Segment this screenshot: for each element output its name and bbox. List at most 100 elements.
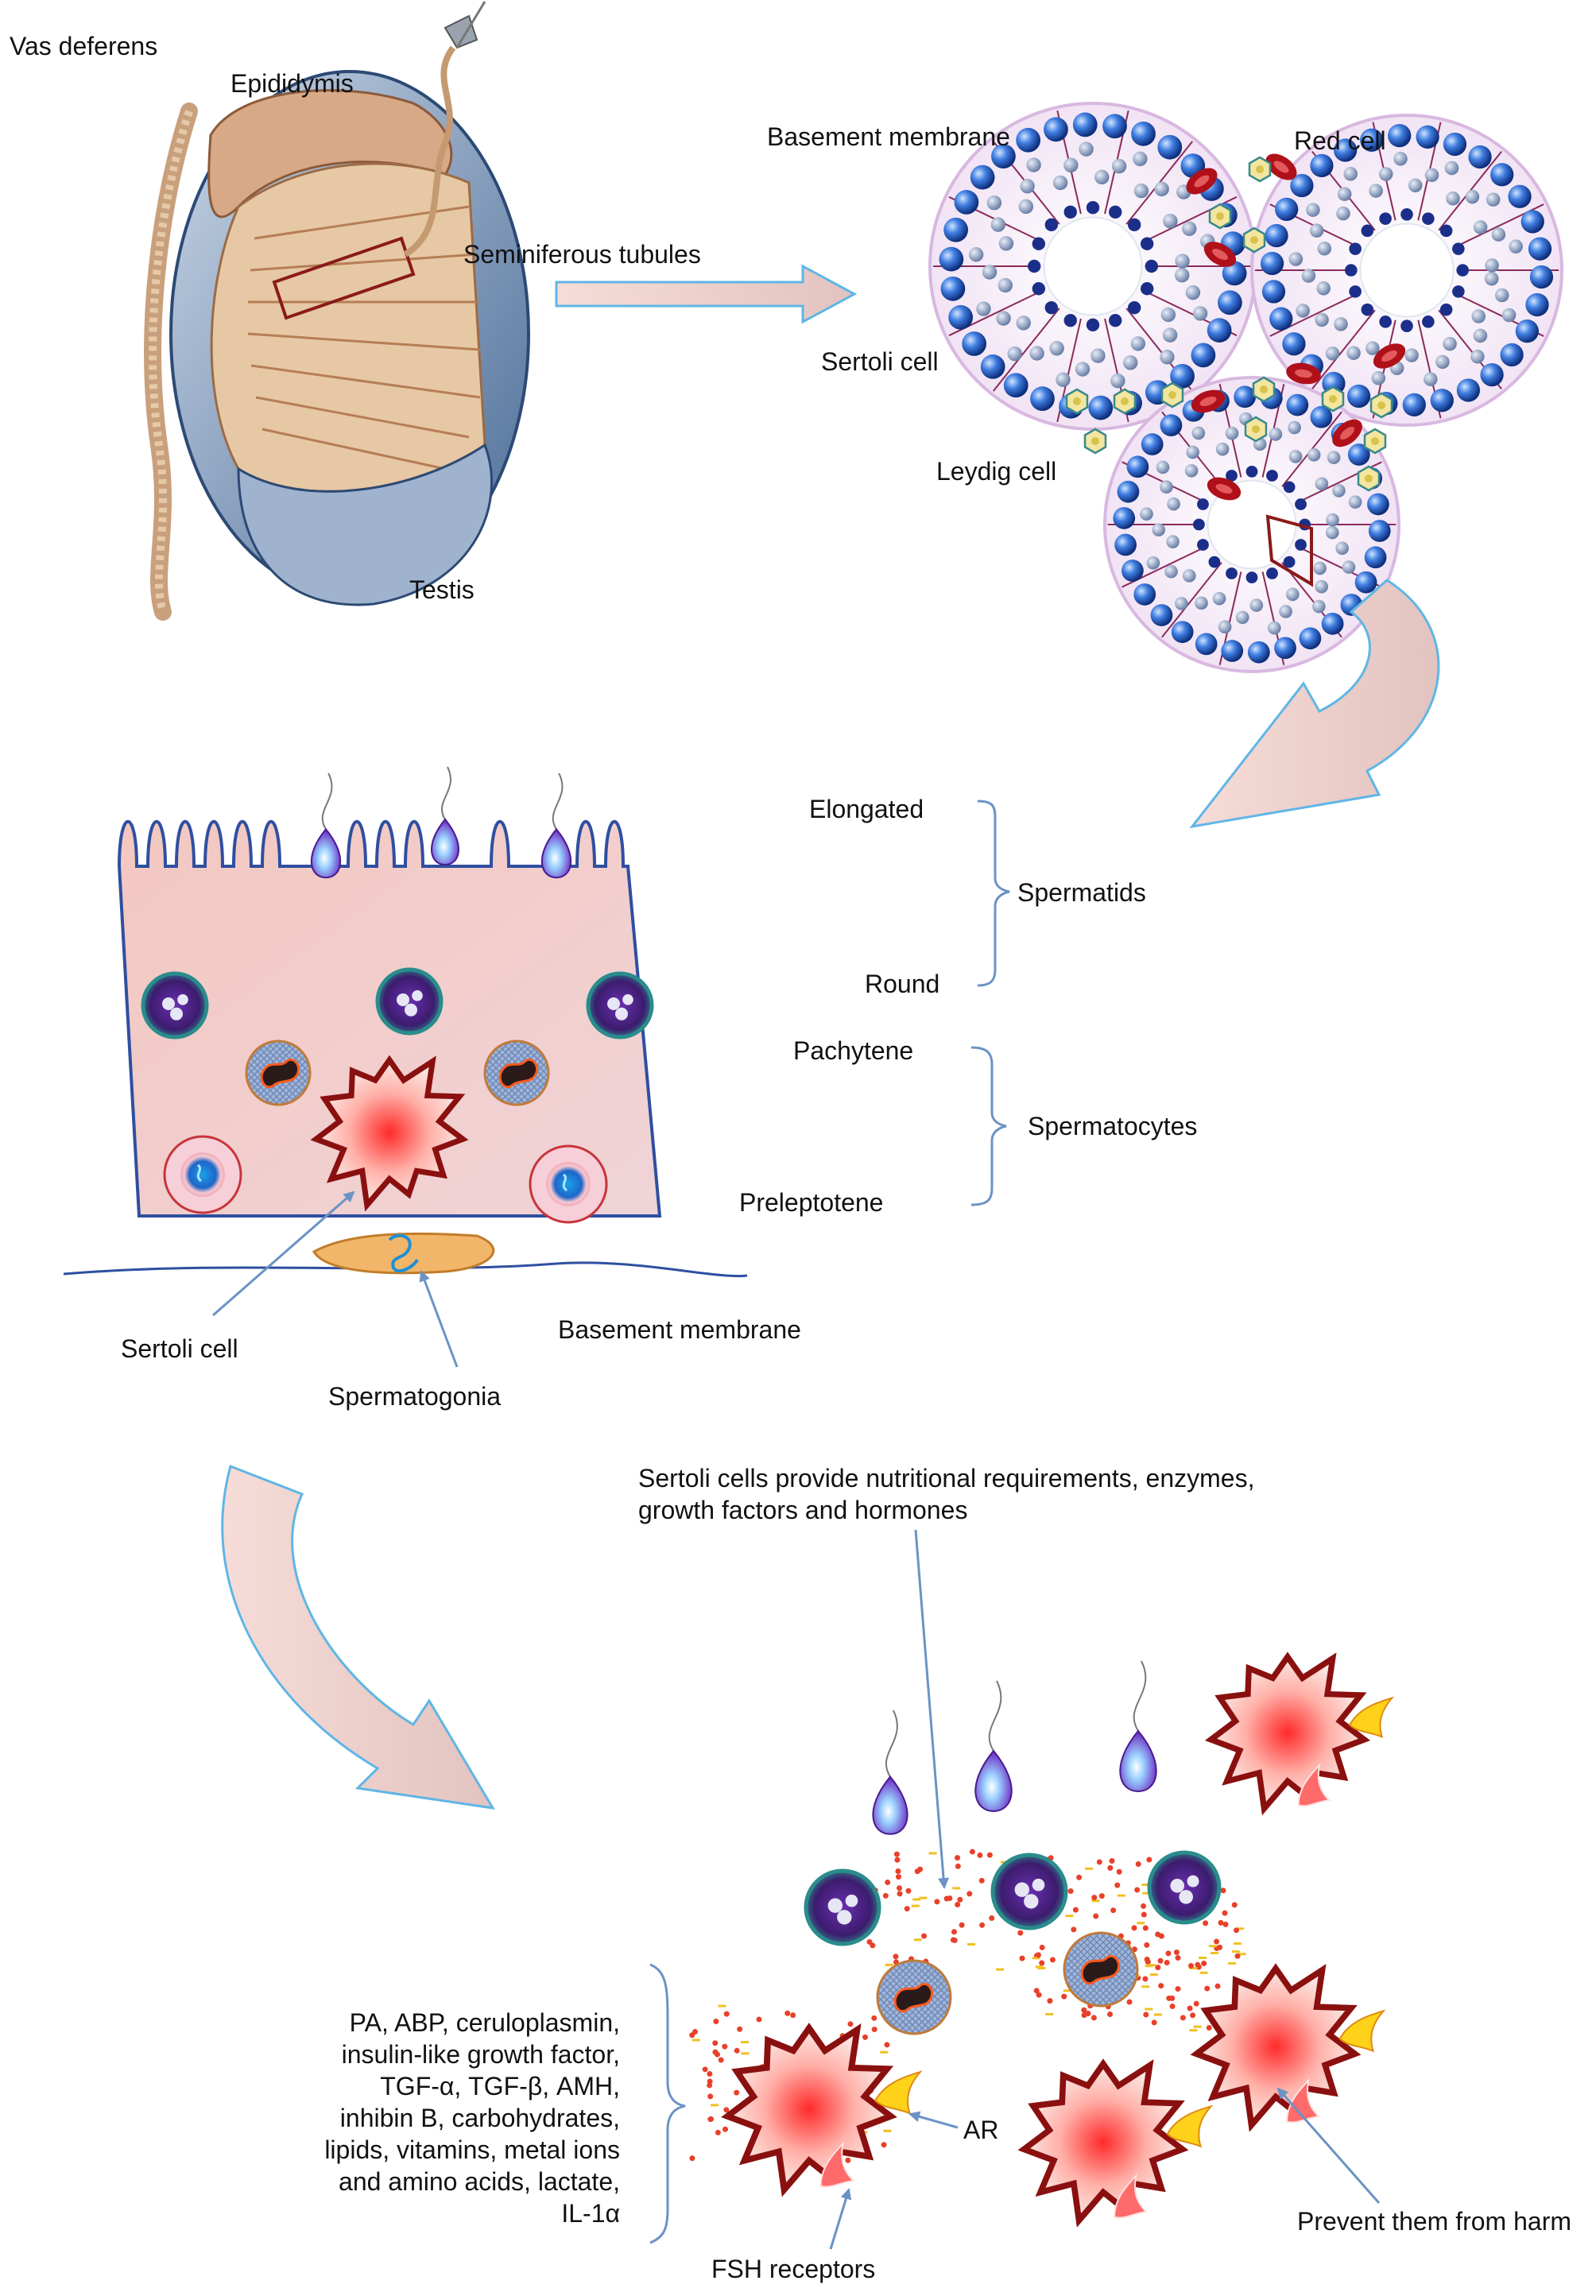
supported-spermatid-star <box>1017 2058 1189 2228</box>
tubule-3 <box>1103 376 1400 673</box>
germ-cell-dot <box>1371 371 1386 385</box>
leydig-nucleus <box>1121 397 1129 405</box>
leydig-nucleus <box>1250 236 1258 244</box>
spermatid-dot <box>1063 205 1077 219</box>
factor-dot <box>1204 1985 1211 1992</box>
red-cell-center <box>1194 175 1210 188</box>
spermatid-tail <box>988 1680 1002 1752</box>
leydig-cell <box>1208 203 1232 230</box>
spermatid-head <box>974 1749 1013 1813</box>
spermatid-dot <box>1140 237 1154 250</box>
spermatogonium-dot <box>1117 480 1140 503</box>
pointer-prevent-harm <box>1276 2087 1381 2204</box>
germ-cell-dot <box>1366 341 1380 355</box>
germ-cell-dot <box>976 301 991 316</box>
spermatid-dot <box>1245 571 1258 583</box>
germ-cell-dot <box>1215 442 1230 456</box>
leydig-nucleus <box>1377 401 1385 409</box>
fsh-receptor <box>1286 2077 1321 2124</box>
spermatid-tail <box>552 772 564 830</box>
spermatogonium-dot <box>1126 455 1149 478</box>
spermatogonium-dot <box>1529 265 1554 289</box>
factor-dash <box>1037 1967 1046 1970</box>
label-vas-deferens: Vas deferens <box>10 32 158 60</box>
factor-dot <box>904 1906 910 1912</box>
spermatid-tail <box>441 766 452 820</box>
leydig-cell <box>1160 381 1184 408</box>
leydig-cell <box>1252 376 1276 403</box>
factor-dot <box>871 2015 877 2021</box>
elongated-spermatid <box>974 1680 1013 1813</box>
spermatogonium-dot <box>1402 393 1426 417</box>
spermatogonium-dot <box>1207 318 1232 343</box>
germ-cell-dot <box>1471 309 1486 323</box>
factor-dot <box>1175 1955 1181 1961</box>
spermatogonium-dot <box>1354 571 1377 594</box>
elongated-spermatid <box>311 772 341 879</box>
label-spermatogonia: Spermatogonia <box>328 1382 502 1411</box>
spermatogonium-dot <box>1515 319 1539 343</box>
spermatogonium-dot <box>1480 362 1504 387</box>
germ-cell-dot <box>1509 239 1523 254</box>
androgen-receptor <box>1166 2104 1214 2148</box>
factor-dot <box>1214 1983 1221 1989</box>
germ-cell-dot <box>1167 497 1180 511</box>
factor-dash <box>952 1887 961 1890</box>
germ-cell-dot <box>1288 252 1304 266</box>
factor-dot <box>917 1866 924 1872</box>
leydig-nucleus <box>1260 385 1268 393</box>
germ-cell-dot <box>1501 308 1517 323</box>
factor-dash <box>880 2050 889 2054</box>
factor-dash <box>718 2004 726 2008</box>
factor-dot <box>921 1933 928 1939</box>
red-cell <box>1332 419 1362 447</box>
factor-dot <box>1096 1859 1102 1865</box>
supported-germ-cells <box>721 1651 1395 2228</box>
factor-dash <box>1145 1965 1153 1968</box>
spermatid-dot <box>1283 556 1296 568</box>
tubule-1 <box>928 102 1257 431</box>
spermatid-dot <box>1197 498 1209 510</box>
factor-dot <box>1201 1961 1207 1967</box>
germ-cell-dot <box>1470 349 1485 364</box>
leydig-cell <box>1242 227 1266 254</box>
leydig-cell <box>1113 388 1137 415</box>
spermatocyte-body <box>804 1868 881 1946</box>
spermatocyte <box>375 967 444 1036</box>
spermatid-dot <box>1063 313 1077 327</box>
pachytene-spermatocyte <box>1063 1931 1139 2008</box>
factor-dot <box>1165 1950 1172 1957</box>
sertoli-spoke <box>1311 309 1376 390</box>
spermatogonium-dot <box>1360 128 1384 152</box>
pointer-sertoli-provide <box>914 1529 950 1889</box>
factor-dot <box>1155 1931 1161 1938</box>
nucleolus <box>405 1003 417 1016</box>
factor-dot <box>1157 1957 1164 1964</box>
nucleolus <box>1014 1882 1030 1897</box>
factor-dot <box>1175 1986 1181 1992</box>
spermatid-dot <box>1456 264 1469 277</box>
germ-cell-dot <box>1007 346 1022 362</box>
factor-dot <box>986 1852 993 1858</box>
germ-cell-dot <box>1160 350 1175 365</box>
factor-dash <box>1085 1867 1094 1870</box>
spermatogonium-dot <box>1157 134 1183 160</box>
red-cell-center <box>1339 426 1355 440</box>
leydig-nucleus <box>1371 437 1379 445</box>
spermatogonium-dot <box>1528 237 1552 261</box>
factor-dash <box>1141 1884 1150 1887</box>
spermatogonium-dot <box>948 304 974 330</box>
germ-cell-dot <box>1315 312 1329 327</box>
germ-cell-dot <box>1325 525 1339 540</box>
factor-dash <box>996 1968 1005 1971</box>
spermatid-dot <box>1028 259 1041 273</box>
factor-dot <box>881 2142 887 2148</box>
nucleolus <box>827 1898 843 1913</box>
spermatogonium-dot <box>1367 493 1389 516</box>
tubule-lumen <box>1043 216 1143 316</box>
factor-dot <box>790 2012 796 2019</box>
spermatogonium-dot <box>1525 292 1549 317</box>
star-body <box>1204 1651 1371 1816</box>
label-epididymis: Epididymis <box>230 69 354 98</box>
germ-cell-dot <box>1301 269 1316 283</box>
